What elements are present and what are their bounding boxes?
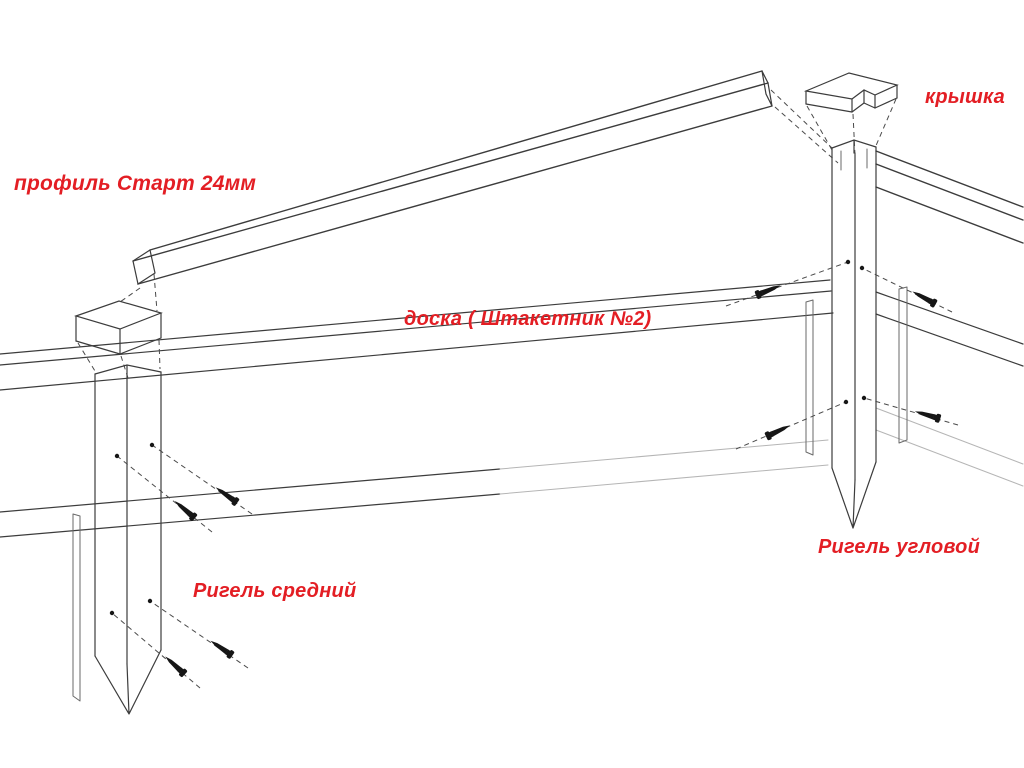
screw-icon [162,653,188,678]
screw-icon [910,287,938,308]
corner-post [831,139,877,529]
picket-board [0,279,834,391]
screw-icon [764,421,792,441]
middle-post [94,364,162,715]
top-profile-beam [132,70,773,285]
beam-projection-dashes [770,89,839,164]
label-middle-rail: Ригель средний [193,580,357,602]
corner-post-side-strips [805,286,908,456]
screw-anchor-dots [109,259,867,616]
screw-icon [913,406,942,424]
screw-icon [208,636,235,660]
corner-cap [803,72,899,113]
right-side-rails [875,150,1024,487]
screw-icon [213,483,240,507]
bottom-board [0,439,829,538]
screws [162,281,942,678]
beam-left-projection-dashes [119,273,158,312]
screw-icon [172,497,198,522]
middle-post-side-strip [72,513,81,702]
label-corner-rail: Ригель угловой [818,536,980,558]
label-picket-board: доска ( Штакетник №2) [404,308,652,330]
label-cap: крышка [925,86,1005,108]
profile-cap-left [74,300,163,355]
cap-projection-dashes [806,98,897,156]
label-profile-start: профиль Старт 24мм [14,172,257,195]
